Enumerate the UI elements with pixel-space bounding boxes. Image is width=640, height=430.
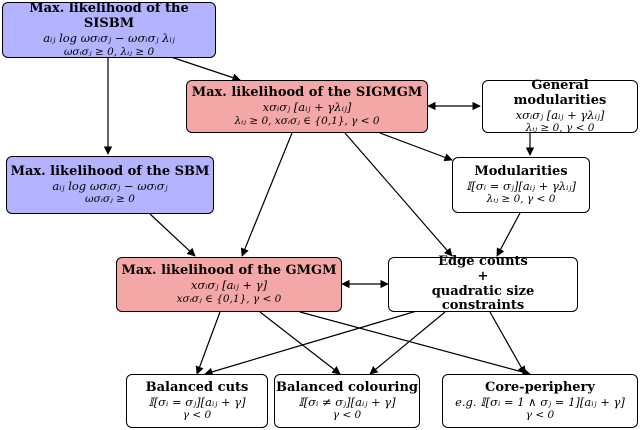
node-objective: xσᵢσⱼ [aᵢⱼ + γ]: [190, 278, 268, 293]
edge-gmgm-balancedcolouring: [259, 311, 341, 375]
node-title: General modularities: [513, 77, 607, 108]
edge-modularities-edgecounts: [496, 212, 521, 257]
node-title: Max. likelihood of the GMGM: [121, 263, 337, 279]
node-constraints: λᵢⱼ ≥ 0, γ < 0: [525, 122, 595, 135]
node-constraints: ωσᵢσⱼ ≥ 0: [85, 193, 135, 206]
node-balanced-cuts: Balanced cuts 𝕀[σᵢ = σⱼ][aᵢⱼ + γ] γ < 0: [126, 374, 268, 428]
node-sisbm: Max. likelihood of the SISBM aᵢⱼ log ωσᵢ…: [2, 1, 216, 58]
node-objective: 𝕀[σᵢ ≠ σⱼ][aᵢⱼ + γ]: [298, 394, 396, 409]
node-core-periphery: Core-periphery e.g. 𝕀[σᵢ = 1 ∧ σⱼ = 1][a…: [442, 374, 638, 428]
node-sbm: Max. likelihood of the SBM aᵢⱼ log ωσᵢσⱼ…: [6, 156, 214, 214]
node-constraints: λᵢⱼ ≥ 0, γ < 0: [486, 193, 556, 206]
node-title: Max. likelihood of the SISBM: [29, 1, 189, 32]
node-title: Max. likelihood of the SIGMGM: [191, 85, 423, 101]
node-title: Modularities: [474, 163, 568, 179]
node-constraints: xσᵢσⱼ ∈ {0,1}, γ < 0: [176, 292, 282, 305]
edge-gmgm-coreperiphery: [299, 311, 531, 377]
node-objective: aᵢⱼ log ωσᵢσⱼ − ωσᵢσⱼ λᵢⱼ: [43, 31, 175, 46]
node-objective: 𝕀[σᵢ = σⱼ][aᵢⱼ + γλᵢⱼ]: [466, 178, 576, 193]
edge-gmgm-balancedcuts: [195, 311, 221, 375]
node-constraints: γ < 0: [332, 409, 362, 422]
node-title: Core-periphery: [485, 379, 595, 395]
edge-sigmgm-gmgm: [240, 132, 293, 257]
edge-sigmgm-modularities: [379, 132, 453, 162]
node-objective: xσᵢσⱼ [aᵢⱼ + γλᵢⱼ]: [262, 100, 352, 115]
node-objective: 𝕀[σᵢ = σⱼ][aᵢⱼ + γ]: [148, 394, 246, 409]
node-title: Max. likelihood of the SBM: [10, 163, 210, 179]
node-balanced-colouring: Balanced colouring 𝕀[σᵢ ≠ σⱼ][aᵢⱼ + γ] γ…: [274, 374, 420, 428]
edge-edgecounts-balancedcuts: [204, 309, 421, 376]
node-title-2: quadratic size constraints: [431, 283, 535, 314]
node-objective: e.g. 𝕀[σᵢ = 1 ∧ σⱼ = 1][aᵢⱼ + γ]: [455, 394, 625, 409]
node-gmgm: Max. likelihood of the GMGM xσᵢσⱼ [aᵢⱼ +…: [116, 257, 342, 312]
edge-sigmgm-edgecounts: [344, 132, 453, 257]
edge-edgecounts-balancedcolouring: [369, 311, 446, 375]
node-constraints: ωσᵢσⱼ ≥ 0, λᵢⱼ ≥ 0: [63, 45, 155, 58]
node-objective: xσᵢσⱼ [aᵢⱼ + γλᵢⱼ]: [515, 107, 605, 122]
node-title: Balanced cuts: [145, 379, 249, 395]
node-title: Edge counts: [438, 253, 528, 269]
edge-edgecounts-coreperiphery: [489, 311, 526, 375]
node-edge-counts: Edge counts + quadratic size constraints: [388, 253, 578, 314]
node-title: Balanced colouring: [275, 379, 418, 395]
node-modularities: Modularities 𝕀[σᵢ = σⱼ][aᵢⱼ + γλᵢⱼ] λᵢⱼ …: [452, 157, 590, 213]
node-constraints: γ < 0: [182, 409, 212, 422]
node-general-modularities: General modularities xσᵢσⱼ [aᵢⱼ + γλᵢⱼ] …: [482, 77, 638, 135]
edge-sbm-gmgm: [149, 213, 196, 257]
node-objective: aᵢⱼ log ωσᵢσⱼ − ωσᵢσⱼ: [52, 178, 168, 193]
node-constraints: λᵢⱼ ≥ 0, xσᵢσⱼ ∈ {0,1}, γ < 0: [234, 114, 380, 127]
node-plus: +: [477, 268, 489, 284]
edge-sisbm-sigmgm: [164, 54, 241, 82]
node-constraints: γ < 0: [525, 409, 555, 422]
node-sigmgm: Max. likelihood of the SIGMGM xσᵢσⱼ [aᵢⱼ…: [186, 80, 428, 133]
